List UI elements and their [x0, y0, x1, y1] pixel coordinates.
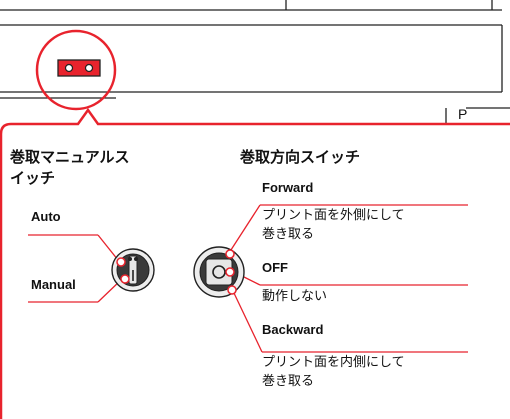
forward-desc-line2: 巻き取る — [262, 227, 315, 242]
auto-label: Auto — [31, 209, 61, 224]
manual-switch-title-line1: 巻取マニュアルス — [10, 148, 130, 166]
backward-label: Backward — [262, 322, 324, 337]
backward-desc-line1: プリント面を内側にして — [262, 355, 405, 370]
forward-label: Forward — [262, 180, 314, 195]
auto-manual-switch-icon — [111, 248, 155, 292]
device-panel-outline — [0, 0, 510, 124]
forward-desc-line1: プリント面を外側にして — [262, 208, 405, 223]
panel-mark: P — [458, 106, 468, 122]
manual-label: Manual — [31, 277, 76, 292]
direction-switch-icon — [193, 246, 245, 298]
callout-frame — [0, 29, 510, 419]
off-label: OFF — [262, 260, 288, 275]
manual-switch-title-line2: イッチ — [10, 169, 56, 187]
direction-switch-title: 巻取方向スイッチ — [240, 148, 361, 166]
callout-lines — [28, 204, 468, 353]
backward-desc-line2: 巻き取る — [262, 374, 315, 389]
two-hole-socket-icon — [57, 59, 101, 77]
off-desc: 動作しない — [262, 289, 328, 304]
